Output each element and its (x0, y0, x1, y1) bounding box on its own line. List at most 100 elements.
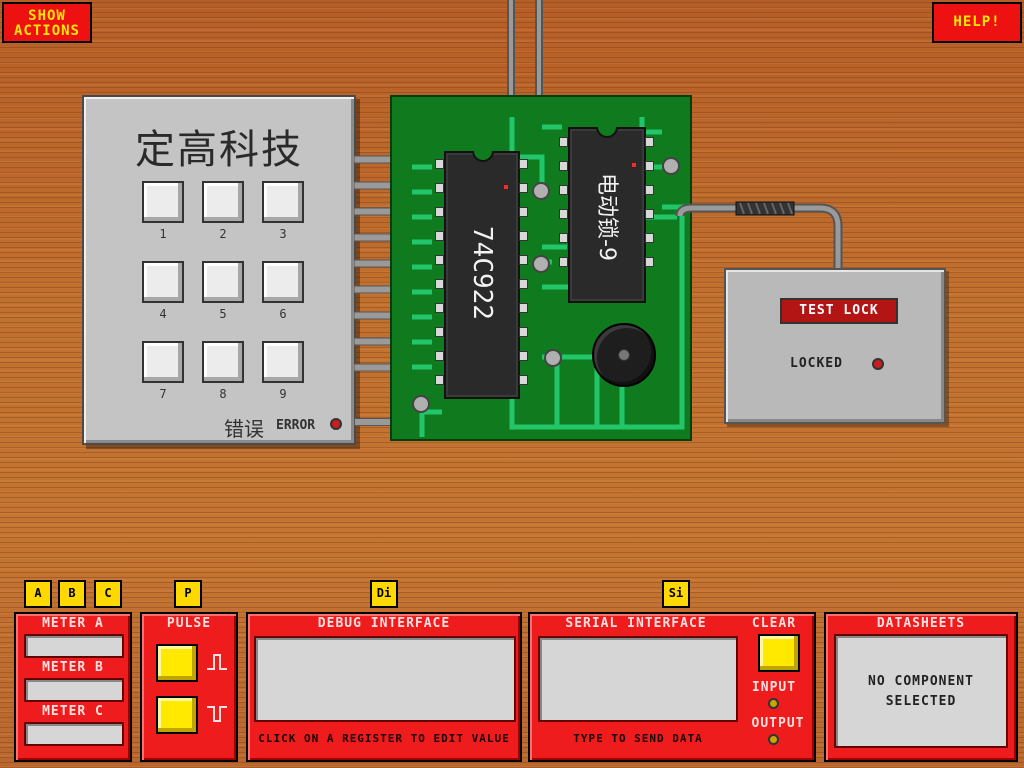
key-6-label: 6 (279, 307, 287, 321)
pin (435, 255, 444, 265)
pin (519, 303, 528, 313)
key-2[interactable] (202, 181, 244, 223)
key-5-label: 5 (219, 307, 227, 321)
meter-b-display[interactable] (24, 678, 124, 702)
datasheet-message: NO COMPONENT SELECTED (868, 674, 974, 709)
pin (519, 231, 528, 241)
key-6[interactable] (262, 261, 304, 303)
probe-tab-si[interactable]: Si (662, 580, 690, 608)
chip-74c922[interactable]: 74C922 (444, 151, 520, 399)
test-pad[interactable] (662, 157, 680, 175)
top-wire-1 (507, 0, 515, 112)
probe-tab-b[interactable]: B (58, 580, 86, 608)
datasheets-title: DATASHEETS (876, 616, 966, 631)
pin (519, 279, 528, 289)
keypad-brand-label: 定高科技 (135, 127, 303, 173)
key-1-label: 1 (159, 227, 167, 241)
pin (645, 185, 654, 195)
lock-status-led (872, 358, 884, 370)
key-1[interactable] (142, 181, 184, 223)
lock-tester: TEST LOCK LOCKED (724, 268, 946, 424)
pin (645, 161, 654, 171)
test-pad[interactable] (544, 349, 562, 367)
key-3[interactable] (262, 181, 304, 223)
debug-interface-panel: DEBUG INTERFACE CLICK ON A REGISTER TO E… (246, 612, 522, 762)
chip-lock-controller[interactable]: 电动锁-9 (568, 127, 646, 303)
buzzer[interactable] (592, 323, 656, 387)
chip-lock-label: 电动锁-9 (594, 173, 619, 261)
pulse-title: PULSE (166, 616, 212, 631)
test-pad[interactable] (532, 255, 550, 273)
serial-clear-button[interactable] (758, 634, 800, 672)
error-led (330, 418, 342, 430)
pin (435, 207, 444, 217)
serial-output-led (768, 734, 779, 745)
serial-input-led (768, 698, 779, 709)
pulse-falling-button[interactable] (156, 696, 198, 734)
falling-edge-icon (206, 704, 228, 728)
top-wire-2 (535, 0, 543, 112)
probe-tab-c[interactable]: C (94, 580, 122, 608)
pin (559, 257, 568, 267)
key-9-label: 9 (279, 387, 287, 401)
pin (519, 159, 528, 169)
key-7[interactable] (142, 341, 184, 383)
pin (559, 161, 568, 171)
key-3-label: 3 (279, 227, 287, 241)
datasheet-viewer[interactable]: NO COMPONENT SELECTED (834, 634, 1008, 748)
pin (435, 231, 444, 241)
debug-hint: CLICK ON A REGISTER TO EDIT VALUE (258, 732, 510, 745)
serial-clear-label: CLEAR (751, 616, 797, 631)
pin (519, 255, 528, 265)
probe-tab-a[interactable]: A (24, 580, 52, 608)
probe-tab-di[interactable]: Di (370, 580, 398, 608)
debug-register-display[interactable] (254, 636, 516, 722)
lock-cable (675, 201, 843, 270)
chip-notch (596, 127, 618, 138)
pin (519, 207, 528, 217)
probe-tab-p[interactable]: P (174, 580, 202, 608)
chip-pin1-dot (504, 185, 508, 189)
pulse-panel: PULSE (140, 612, 238, 762)
buzzer-hole (618, 349, 630, 361)
key-5[interactable] (202, 261, 244, 303)
serial-interface-panel: SERIAL INTERFACE CLEAR INPUT OUTPUT TYPE… (528, 612, 816, 762)
pin (435, 159, 444, 169)
show-actions-button[interactable]: SHOW ACTIONS (2, 2, 92, 43)
pin (559, 233, 568, 243)
key-7-label: 7 (159, 387, 167, 401)
keypad-device: 定高科技 1 2 3 4 5 6 7 8 9 错误 ERROR (82, 95, 356, 445)
pin (645, 137, 654, 147)
pin (559, 137, 568, 147)
pin (435, 279, 444, 289)
key-2-label: 2 (219, 227, 227, 241)
meter-c-display[interactable] (24, 722, 124, 746)
key-8[interactable] (202, 341, 244, 383)
key-9[interactable] (262, 341, 304, 383)
meter-a-display[interactable] (24, 634, 124, 658)
pin (435, 327, 444, 337)
test-pad[interactable] (532, 182, 550, 200)
debug-title: DEBUG INTERFACE (317, 616, 451, 631)
pin (645, 257, 654, 267)
rising-edge-icon (206, 652, 228, 676)
help-button[interactable]: HELP! (932, 2, 1022, 43)
pin (645, 209, 654, 219)
pin (519, 375, 528, 385)
serial-terminal[interactable] (538, 636, 738, 722)
test-pad[interactable] (412, 395, 430, 413)
chip-74c922-label: 74C922 (467, 226, 497, 320)
test-lock-button[interactable]: TEST LOCK (780, 298, 898, 324)
pin (435, 351, 444, 361)
pin (519, 183, 528, 193)
meter-a-title: METER A (42, 616, 104, 631)
pin (559, 185, 568, 195)
error-label-cn: 错误 (224, 417, 264, 441)
key-4[interactable] (142, 261, 184, 303)
pulse-rising-button[interactable] (156, 644, 198, 682)
chip-notch (472, 151, 494, 162)
pin (645, 233, 654, 243)
meters-panel: METER A METER B METER C (14, 612, 132, 762)
key-8-label: 8 (219, 387, 227, 401)
datasheets-panel: DATASHEETS NO COMPONENT SELECTED (824, 612, 1018, 762)
